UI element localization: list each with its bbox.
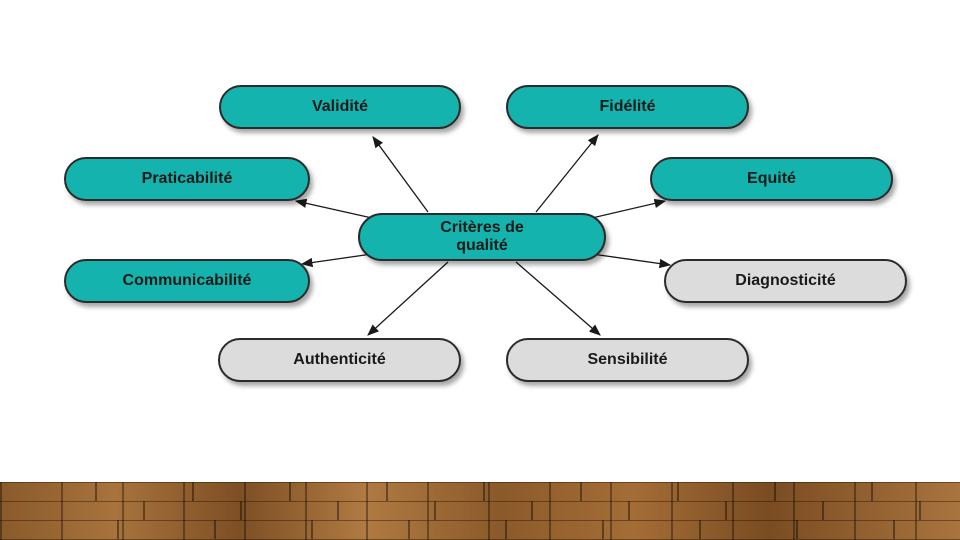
arrow-to-validite — [373, 137, 428, 212]
arrow-to-sensibilite — [516, 262, 600, 335]
node-validite-label: Validité — [312, 98, 368, 116]
plank-row — [0, 501, 960, 520]
node-sensibilite-label: Sensibilité — [587, 351, 667, 369]
node-equite-label: Equité — [747, 170, 796, 188]
node-communicabilite: Communicabilité — [64, 259, 310, 303]
node-praticabilite-label: Praticabilité — [142, 170, 233, 188]
node-praticabilite: Praticabilité — [64, 157, 310, 201]
node-fidelite: Fidélité — [506, 85, 749, 129]
node-communicabilite-label: Communicabilité — [123, 272, 252, 290]
node-diagnosticite-label: Diagnosticité — [735, 272, 835, 290]
plank-row — [0, 520, 960, 539]
arrow-to-praticabilite — [296, 201, 372, 218]
node-equite: Equité — [650, 157, 893, 201]
plank-row — [0, 482, 960, 501]
node-validite: Validité — [219, 85, 461, 129]
arrow-to-authenticite — [368, 262, 448, 335]
arrow-to-diagnosticite — [592, 254, 670, 265]
node-sensibilite: Sensibilité — [506, 338, 749, 382]
arrow-to-communicabilite — [302, 254, 372, 264]
node-diagnosticite: Diagnosticité — [664, 259, 907, 303]
wood-floor-decoration — [0, 482, 960, 540]
node-fidelite-label: Fidélité — [599, 98, 655, 116]
node-authenticite-label: Authenticité — [293, 351, 385, 369]
quality-criteria-diagram: Validité Fidélité Praticabilité Equité C… — [0, 0, 960, 482]
node-authenticite: Authenticité — [218, 338, 461, 382]
node-criteres-de-qualite: Critères de qualité — [358, 213, 606, 261]
center-label-line1: Critères de — [440, 219, 524, 237]
arrow-to-fidelite — [536, 135, 598, 212]
center-label-line2: qualité — [456, 237, 508, 255]
arrow-to-equite — [592, 201, 665, 218]
